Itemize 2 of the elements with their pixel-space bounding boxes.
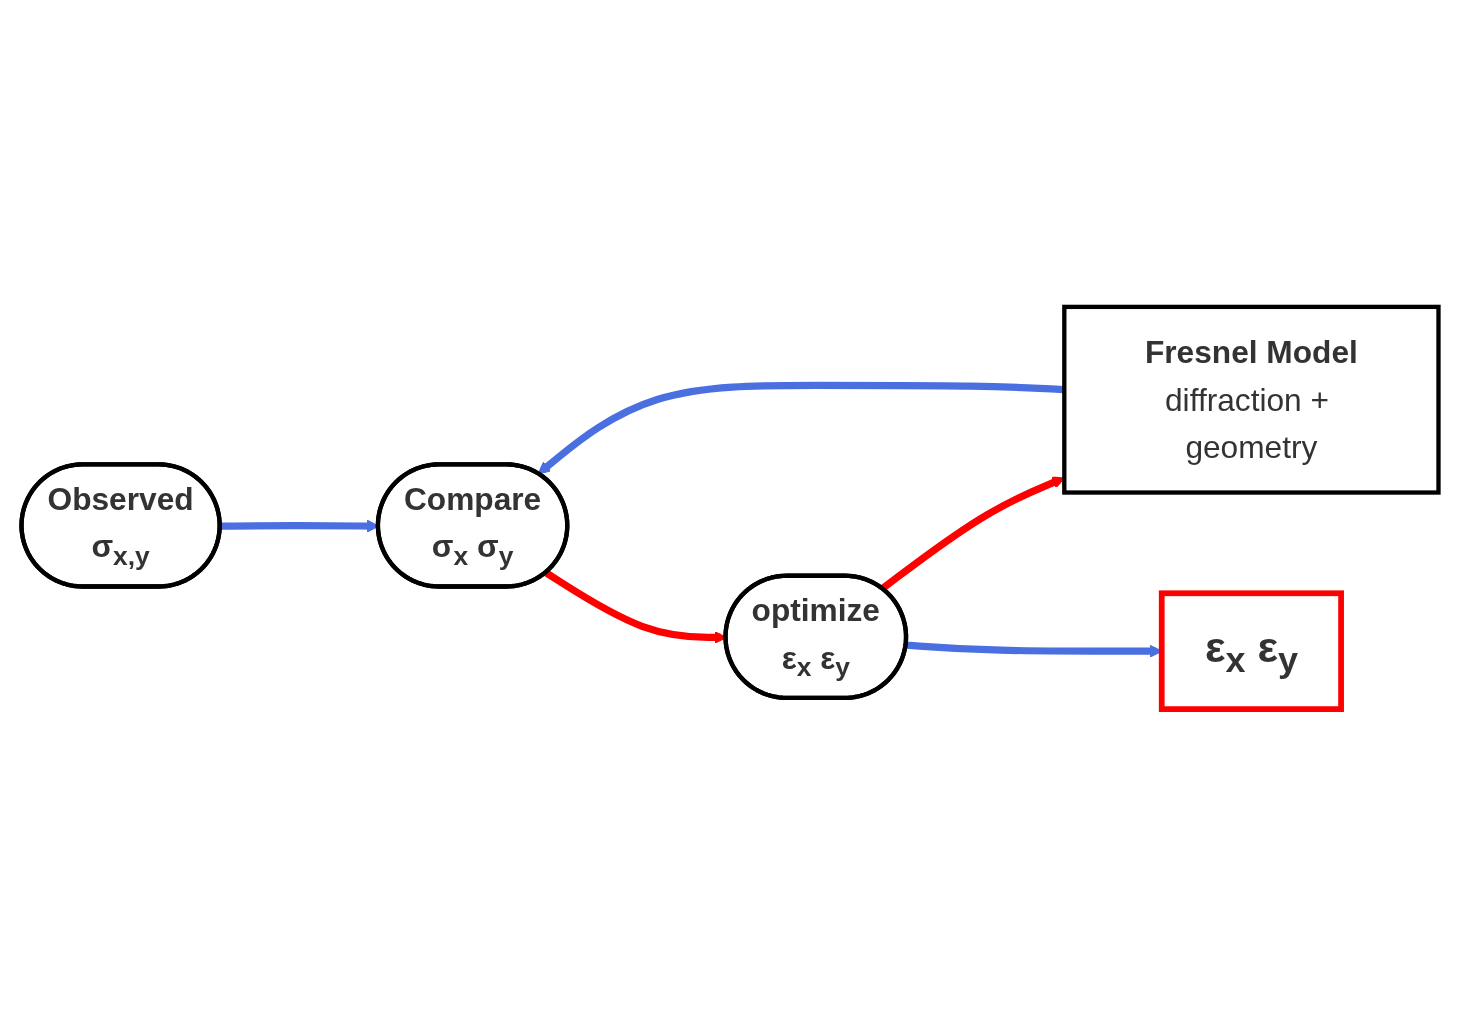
node-box: Fresnel Model diffraction + geometry <box>1062 304 1441 495</box>
node-box: ε$_{x}$ ε$_{y}$ <box>1158 589 1344 712</box>
